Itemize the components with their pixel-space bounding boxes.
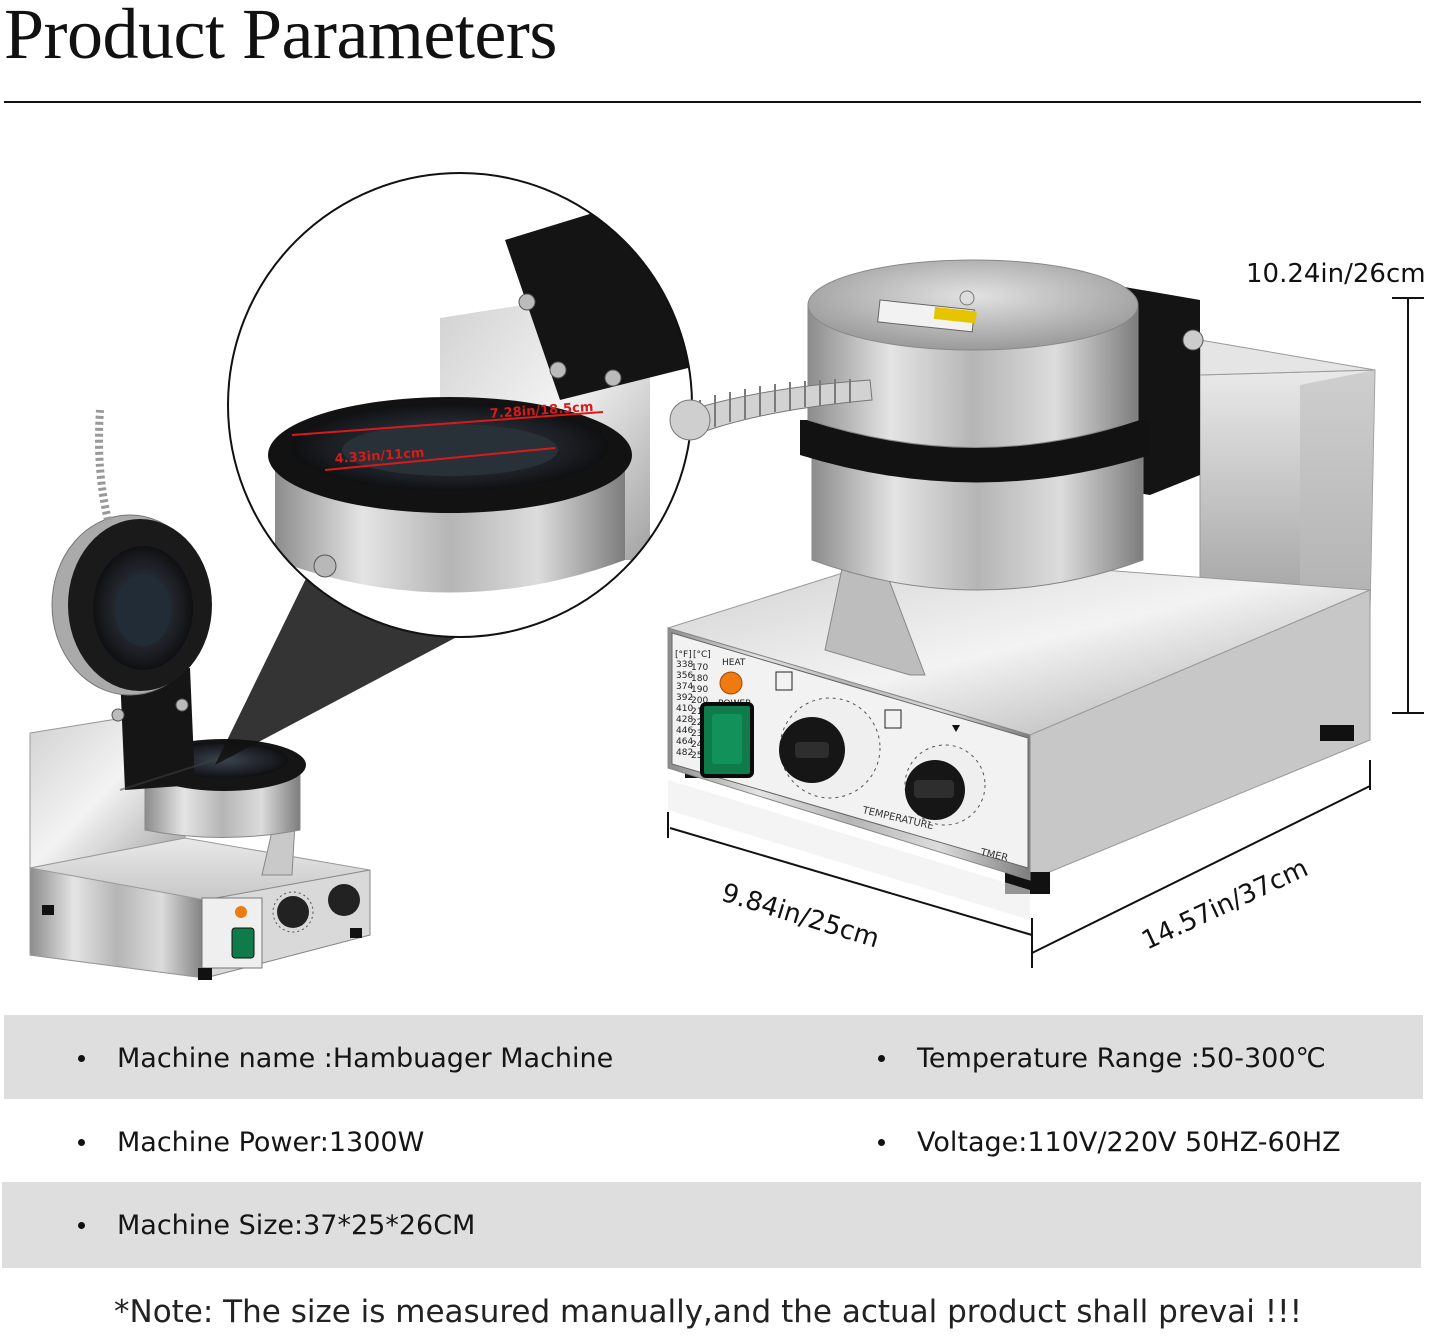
svg-text:210: 210 xyxy=(691,707,708,717)
svg-text:428: 428 xyxy=(676,715,693,725)
plate-inner-label: 4.33in/11cm xyxy=(334,446,425,467)
spec-temperature-range: Temperature Range :50-300℃ xyxy=(878,1015,1326,1101)
spec-voltage: Voltage:110V/220V 50HZ-60HZ xyxy=(878,1099,1341,1185)
heat-label: HEAT xyxy=(722,658,746,668)
width-dimension xyxy=(667,812,1033,968)
svg-text:[°C]: [°C] xyxy=(693,650,711,660)
width-label: 9.84in/25cm xyxy=(718,878,883,954)
svg-text:446: 446 xyxy=(676,726,693,736)
page-title: Product Parameters xyxy=(4,0,557,74)
svg-text:356: 356 xyxy=(676,671,693,681)
spec-text: Temperature Range :50-300℃ xyxy=(917,1042,1326,1074)
svg-text:374: 374 xyxy=(676,682,693,692)
svg-text:180: 180 xyxy=(691,674,708,684)
zoom-detail: 7.28in/18.5cm 4.33in/11cm xyxy=(227,172,693,638)
title-divider xyxy=(4,101,1421,103)
height-label: 10.24in/26cm xyxy=(1246,259,1426,289)
timer-icon xyxy=(884,709,902,729)
bullet-icon xyxy=(78,1221,85,1229)
bullet-icon xyxy=(878,1054,885,1062)
spec-text: Machine Size:37*25*26CM xyxy=(117,1209,476,1241)
spec-machine-name: Machine name :Hambuager Machine xyxy=(78,1015,613,1101)
height-dimension xyxy=(1392,297,1424,714)
bullet-icon xyxy=(78,1138,85,1146)
spec-text: Machine Power:1300W xyxy=(117,1126,425,1158)
spec-row-3: Machine Size:37*25*26CM xyxy=(2,1182,1421,1268)
temp-scale-c: 170 180 190 200 210 220 230 240 250 xyxy=(691,663,708,761)
small-machine-view xyxy=(29,409,371,980)
plate-outer-label: 7.28in/18.5cm xyxy=(489,400,594,422)
spec-text: Machine name :Hambuager Machine xyxy=(117,1042,614,1074)
size-note: *Note: The size is measured manually,and… xyxy=(114,1294,1302,1330)
main-machine-view: [°F][°C] 338 356 374 392 410 428 446 464… xyxy=(666,259,1376,920)
svg-text:220: 220 xyxy=(691,718,708,728)
svg-text:392: 392 xyxy=(676,693,693,703)
product-illustration: 7.28in/18.5cm 4.33in/11cm [°F][°C] 338 3… xyxy=(0,110,1445,1000)
spec-row-2: Machine Power:1300W Voltage:110V/220V 50… xyxy=(4,1099,1423,1185)
svg-text:230: 230 xyxy=(691,729,708,739)
depth-dimension xyxy=(1031,760,1371,954)
svg-text:250: 250 xyxy=(691,751,708,761)
svg-text:482: 482 xyxy=(676,748,693,758)
heat-indicator-light xyxy=(719,671,743,695)
svg-text:170: 170 xyxy=(691,663,708,673)
spec-text: Voltage:110V/220V 50HZ-60HZ xyxy=(917,1126,1341,1158)
svg-text:464: 464 xyxy=(676,737,693,747)
bullet-icon xyxy=(78,1054,85,1062)
bullet-icon xyxy=(878,1138,885,1146)
temperature-icon xyxy=(775,671,793,691)
spec-row-1: Machine name :Hambuager Machine Temperat… xyxy=(4,1015,1423,1101)
depth-label: 14.57in/37cm xyxy=(1137,853,1312,956)
svg-text:410: 410 xyxy=(676,704,693,714)
spec-machine-power: Machine Power:1300W xyxy=(78,1099,424,1185)
svg-text:200: 200 xyxy=(691,696,708,706)
temp-scale-f: 338 356 374 392 410 428 446 464 482 xyxy=(676,660,693,758)
svg-text:240: 240 xyxy=(691,740,708,750)
svg-text:338: 338 xyxy=(676,660,693,670)
svg-text:190: 190 xyxy=(691,685,708,695)
spec-machine-size: Machine Size:37*25*26CM xyxy=(78,1182,475,1268)
svg-text:[°F]: [°F] xyxy=(675,650,692,660)
